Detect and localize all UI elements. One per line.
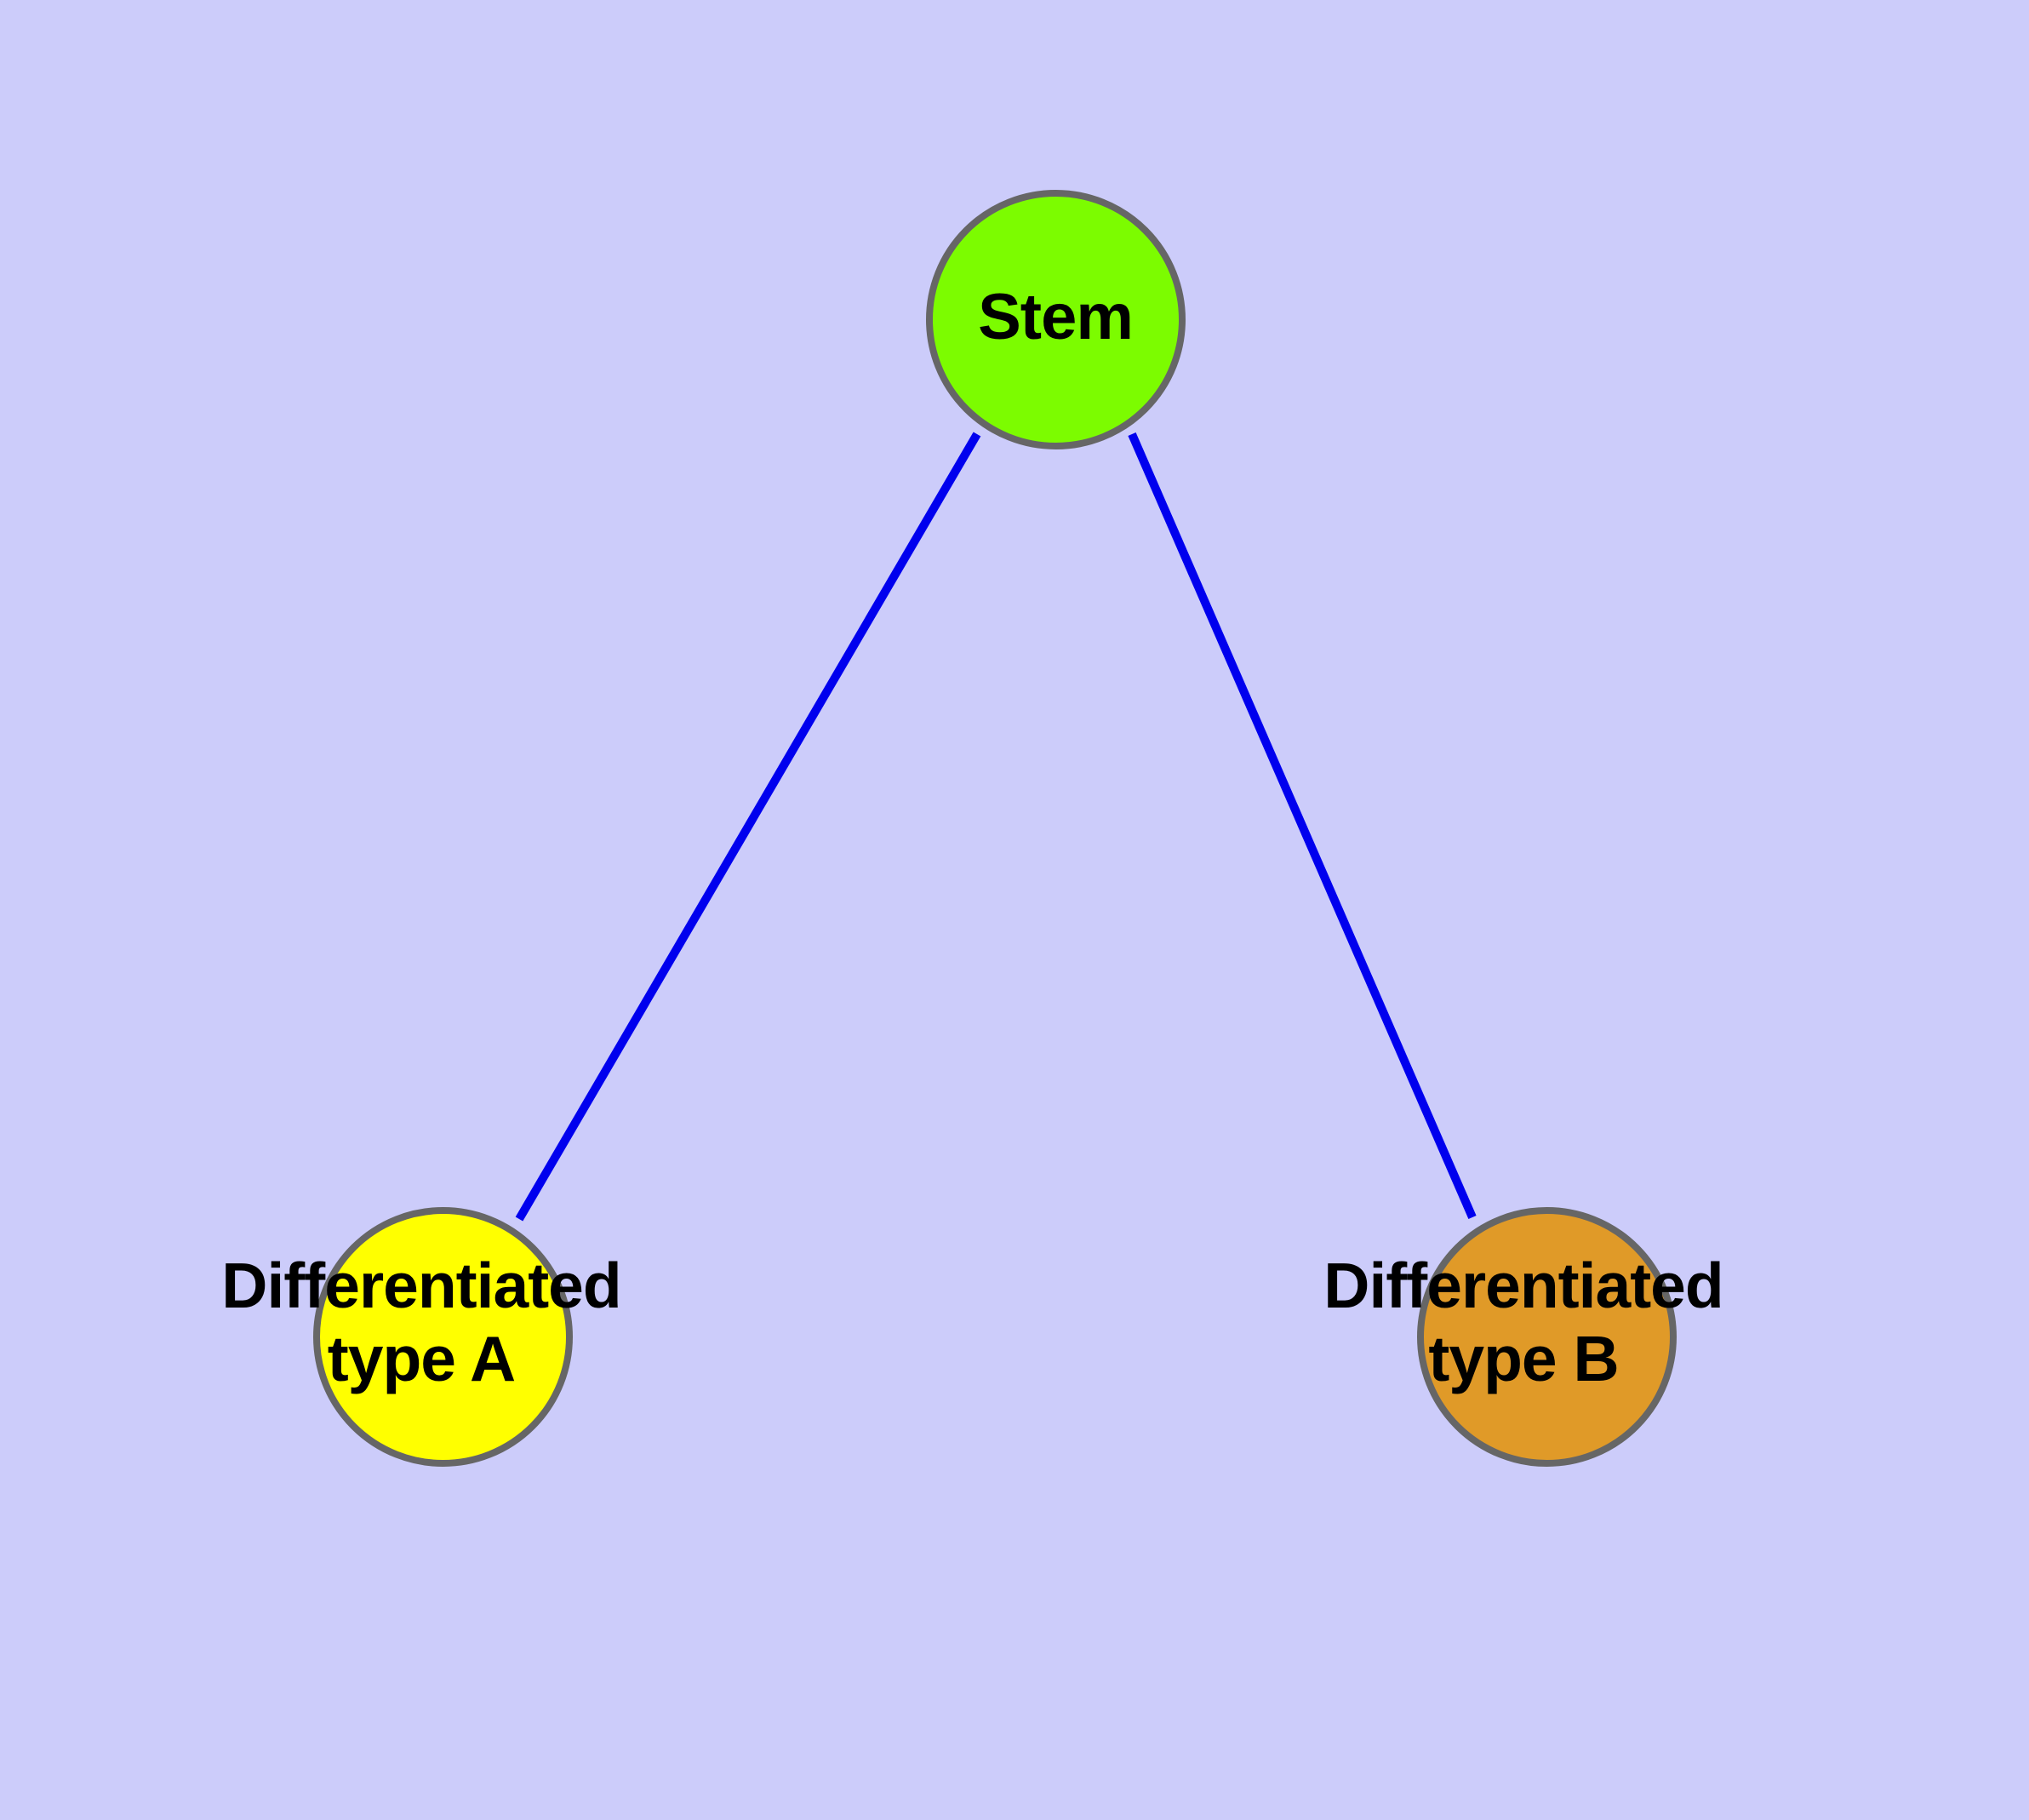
node-stem[interactable] <box>926 190 1186 449</box>
node-label-differentiated-type-a: Differentiated type A <box>221 1250 621 1394</box>
node-differentiated-type-a[interactable] <box>313 1207 573 1467</box>
node-label-differentiated-type-b: Differentiated type B <box>1323 1250 1723 1394</box>
node-differentiated-type-b[interactable] <box>1417 1207 1677 1467</box>
edge-stem-to-differentiated-type-b <box>1128 432 1477 1219</box>
edge-stem-to-differentiated-type-a <box>515 432 981 1222</box>
node-label-stem: Stem <box>978 281 1134 353</box>
